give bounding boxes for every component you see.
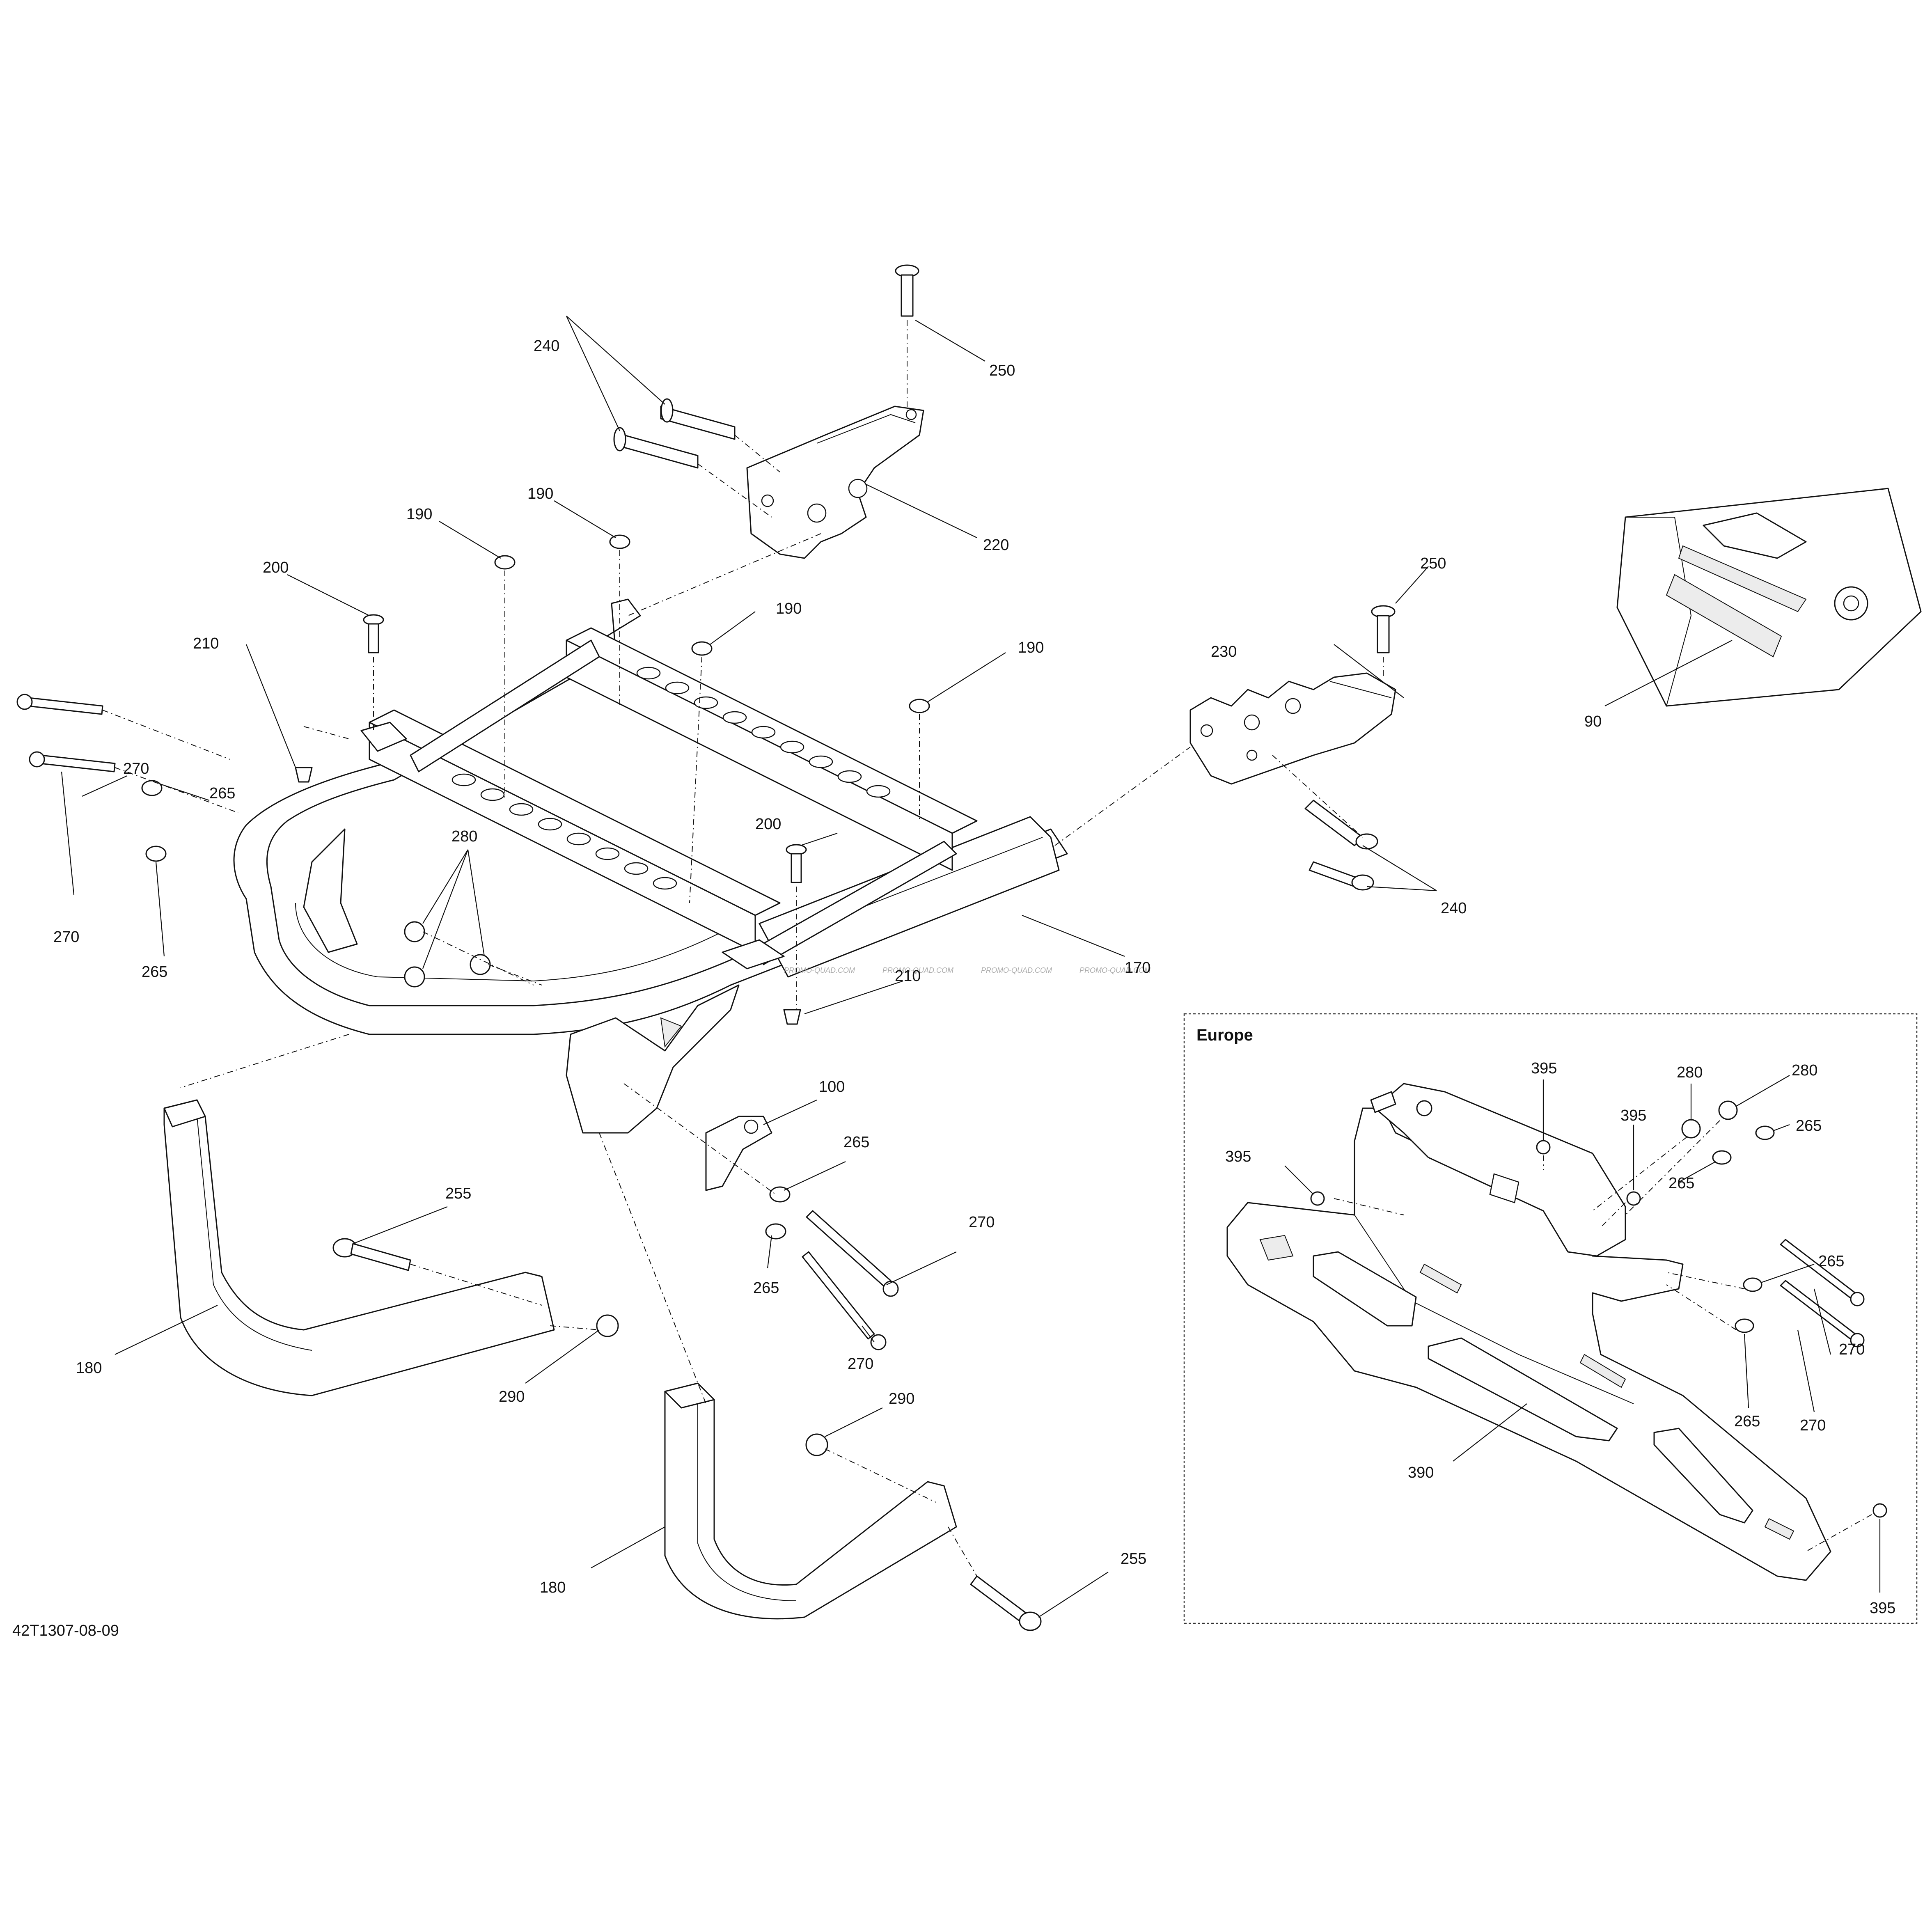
callout-265: 265 [753, 1279, 779, 1297]
bolt-255-lower [970, 1575, 1042, 1631]
nuts-190 [494, 534, 930, 713]
watermark: PROMO-QUAD.COM PROMO-QUAD.COM PROMO-QUAD… [784, 966, 1150, 974]
callout-290: 290 [889, 1390, 914, 1407]
callout-180: 180 [76, 1359, 102, 1377]
inset-assembly-lines [1334, 1120, 1872, 1552]
callout-270: 270 [1800, 1417, 1826, 1434]
callout-265: 265 [1818, 1253, 1844, 1270]
callout-250: 250 [1420, 555, 1446, 572]
step-bar-180-upper [163, 1099, 555, 1396]
bolt-255-upper [332, 1238, 411, 1271]
callout-90: 90 [1584, 713, 1602, 730]
callout-395: 395 [1531, 1060, 1557, 1077]
inset-leader-lines [1284, 1075, 1881, 1593]
rack-holes-upper [636, 667, 891, 798]
tool-kit-90 [1616, 488, 1922, 707]
callout-240: 240 [1441, 900, 1467, 917]
callout-100: 100 [819, 1078, 845, 1095]
inset-title: Europe [1196, 1026, 1253, 1044]
callout-270: 270 [1839, 1341, 1865, 1358]
washers-265-left [141, 780, 167, 862]
callout-210: 210 [895, 967, 921, 985]
leader-lines [61, 316, 1733, 1618]
bolts-240-side [1304, 800, 1378, 891]
inset-frame [1183, 1013, 1918, 1624]
nut-290-lower [805, 1433, 828, 1456]
bolts-270-left [16, 694, 116, 772]
bolt-250-side [1371, 605, 1396, 653]
callout-labels: 240 250 220 190 190 190 190 200 200 210 … [53, 337, 1602, 1596]
svg-text:PROMO-QUAD.COM: PROMO-QUAD.COM [981, 966, 1052, 974]
callout-190: 190 [527, 485, 553, 502]
washers-265-right [765, 1186, 791, 1240]
screws-200 [363, 614, 807, 883]
callout-395: 395 [1620, 1107, 1646, 1124]
callout-200: 200 [755, 816, 781, 833]
callout-265: 265 [142, 963, 167, 981]
callout-395: 395 [1225, 1148, 1251, 1165]
bracket-220 [746, 406, 924, 559]
bolt-250-top [895, 264, 919, 317]
callout-265: 265 [209, 785, 235, 802]
callout-390: 390 [1408, 1464, 1434, 1481]
callout-290: 290 [499, 1388, 525, 1405]
callout-180: 180 [540, 1579, 566, 1596]
rack-holes-lower [451, 773, 677, 890]
inset-callout-labels: 395 395 395 395 280 280 265 265 265 265 … [1225, 1060, 1895, 1617]
bolt-240-lower [613, 427, 699, 469]
rear-rack-frame [233, 598, 1068, 1134]
europe-inset: Europe [1183, 1013, 1918, 1624]
callout-265: 265 [1734, 1413, 1760, 1430]
plate-100 [705, 1116, 772, 1191]
bolts-270-right [802, 1210, 899, 1350]
callout-395: 395 [1870, 1600, 1895, 1617]
callout-265: 265 [1796, 1117, 1822, 1134]
callout-270: 270 [969, 1214, 995, 1231]
callout-265: 265 [843, 1134, 869, 1151]
callout-255: 255 [445, 1185, 471, 1202]
license-bracket-390 [1226, 1083, 1831, 1581]
nut-290-upper [596, 1314, 619, 1337]
callout-170: 170 [1125, 959, 1150, 976]
callout-240: 240 [534, 337, 559, 355]
callout-280: 280 [1677, 1064, 1703, 1081]
callout-255: 255 [1121, 1550, 1146, 1568]
callout-190: 190 [406, 506, 432, 523]
assembly-lines [102, 320, 1384, 1577]
callout-200: 200 [263, 559, 289, 576]
step-bar-180-lower [664, 1382, 957, 1620]
callout-270: 270 [848, 1355, 873, 1373]
svg-text:PROMO-QUAD.COM: PROMO-QUAD.COM [1079, 966, 1150, 974]
reference-code: 42T1307-08-09 [12, 1622, 119, 1639]
callout-190: 190 [776, 600, 802, 617]
callout-210: 210 [193, 635, 219, 652]
callout-270: 270 [53, 928, 79, 946]
plugs-210 [295, 767, 801, 1025]
callout-250: 250 [989, 362, 1015, 379]
bolt-240-upper [660, 398, 736, 440]
svg-text:PROMO-QUAD.COM: PROMO-QUAD.COM [882, 966, 953, 974]
callout-280: 280 [1792, 1062, 1817, 1079]
nuts-280 [404, 921, 491, 988]
callout-270: 270 [123, 760, 149, 777]
callout-265: 265 [1668, 1175, 1694, 1192]
callout-190: 190 [1018, 639, 1044, 656]
callout-280: 280 [451, 828, 477, 845]
bracket-230 [1189, 672, 1396, 785]
callout-220: 220 [983, 536, 1009, 554]
svg-text:PROMO-QUAD.COM: PROMO-QUAD.COM [784, 966, 855, 974]
callout-230: 230 [1211, 643, 1237, 660]
